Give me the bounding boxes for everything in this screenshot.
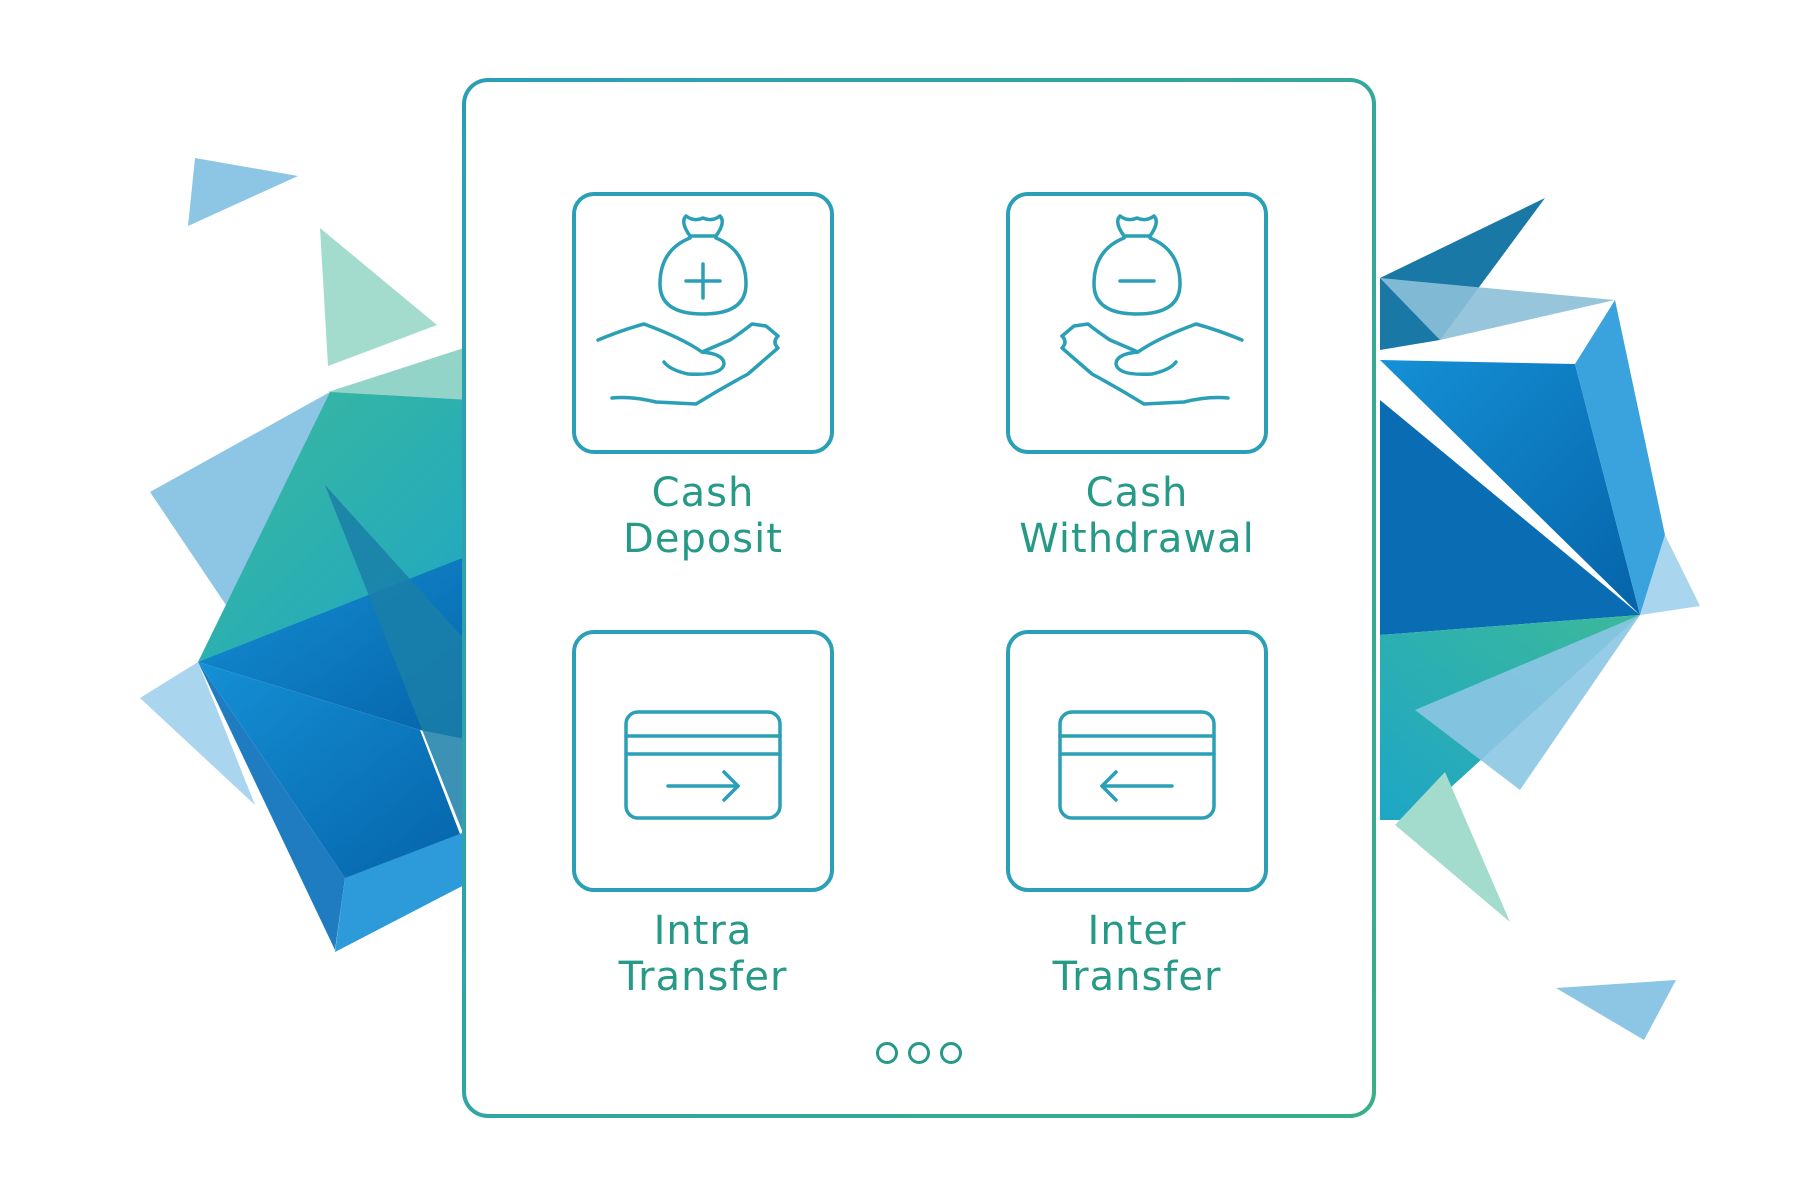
tile-label-line: Intra — [653, 908, 753, 954]
bg-shard — [1380, 278, 1615, 340]
bg-shard — [1415, 615, 1640, 790]
tile-label-line: Withdrawal — [1019, 516, 1255, 562]
bg-shard — [1556, 980, 1676, 1040]
card-arrow-right-icon — [572, 630, 834, 892]
bg-shard — [1395, 772, 1510, 922]
bg-shard — [335, 830, 470, 952]
bg-shard — [198, 392, 470, 662]
transaction-menu-panel: Cash Deposit Cash Withdrawal — [462, 78, 1376, 1118]
pager-dot — [876, 1042, 898, 1064]
bg-shard — [1380, 360, 1640, 615]
cash-deposit-label: Cash Deposit — [623, 470, 783, 562]
tile-label-line: Cash — [1085, 470, 1189, 516]
pager-dot — [940, 1042, 962, 1064]
bg-shard — [320, 228, 437, 366]
tile-label-line: Transfer — [618, 954, 788, 1000]
cash-withdrawal-button[interactable]: Cash Withdrawal — [1006, 192, 1268, 562]
pager-dot — [908, 1042, 930, 1064]
bg-shard — [140, 662, 255, 805]
tile-label-line: Transfer — [1052, 954, 1222, 1000]
tile-label-line: Deposit — [623, 516, 783, 562]
intra-transfer-label: Intra Transfer — [619, 908, 788, 1000]
bg-shard — [188, 158, 298, 226]
bg-shard — [150, 392, 330, 608]
bg-shard — [328, 346, 470, 402]
hand-money-bag-minus-icon — [1006, 192, 1268, 454]
bg-shard — [1380, 400, 1640, 635]
tile-label-line: Inter — [1087, 908, 1187, 954]
bg-shard — [198, 662, 345, 950]
bg-shard — [1640, 535, 1700, 615]
cash-deposit-button[interactable]: Cash Deposit — [572, 192, 834, 562]
tile-label-line: Cash — [651, 470, 755, 516]
card-arrow-left-icon — [1006, 630, 1268, 892]
inter-transfer-button[interactable]: Inter Transfer — [1006, 630, 1268, 1000]
bg-shard — [325, 485, 465, 838]
hand-money-bag-plus-icon — [572, 192, 834, 454]
more-dots-icon[interactable] — [466, 1042, 1372, 1064]
intra-transfer-button[interactable]: Intra Transfer — [572, 630, 834, 1000]
inter-transfer-label: Inter Transfer — [1053, 908, 1222, 1000]
cash-withdrawal-label: Cash Withdrawal — [1019, 470, 1255, 562]
bg-shard — [198, 662, 470, 878]
bg-shard — [1575, 300, 1665, 615]
